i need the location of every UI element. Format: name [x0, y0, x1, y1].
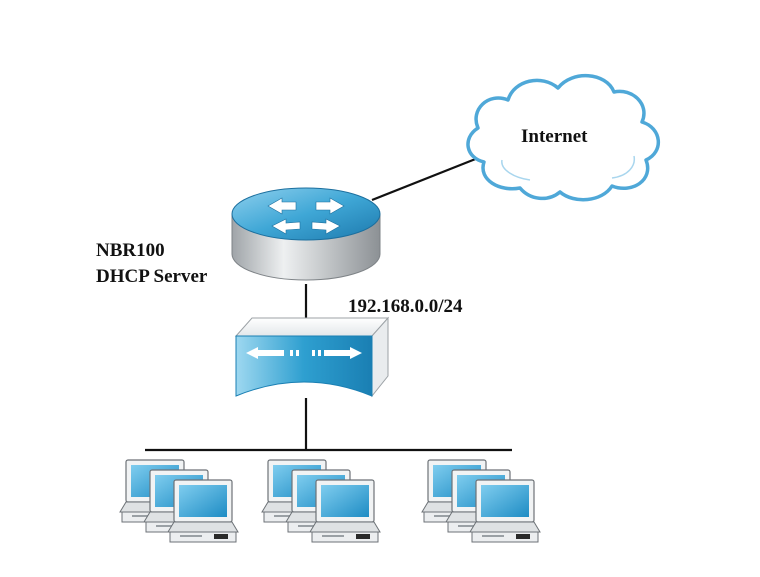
router-label-role: DHCP Server	[96, 266, 208, 287]
router-internet-link	[371, 156, 479, 202]
cloud-icon	[466, 73, 661, 202]
links	[145, 156, 512, 452]
switch-icon	[234, 316, 390, 398]
pc-group-center	[262, 460, 380, 542]
router-label-model: NBR100	[96, 240, 165, 261]
pc-group-left	[120, 460, 238, 542]
internet-label: Internet	[521, 126, 588, 147]
router-icon	[231, 187, 381, 281]
pc-group-right	[422, 460, 540, 542]
subnet-label: 192.168.0.0/24	[348, 296, 463, 317]
